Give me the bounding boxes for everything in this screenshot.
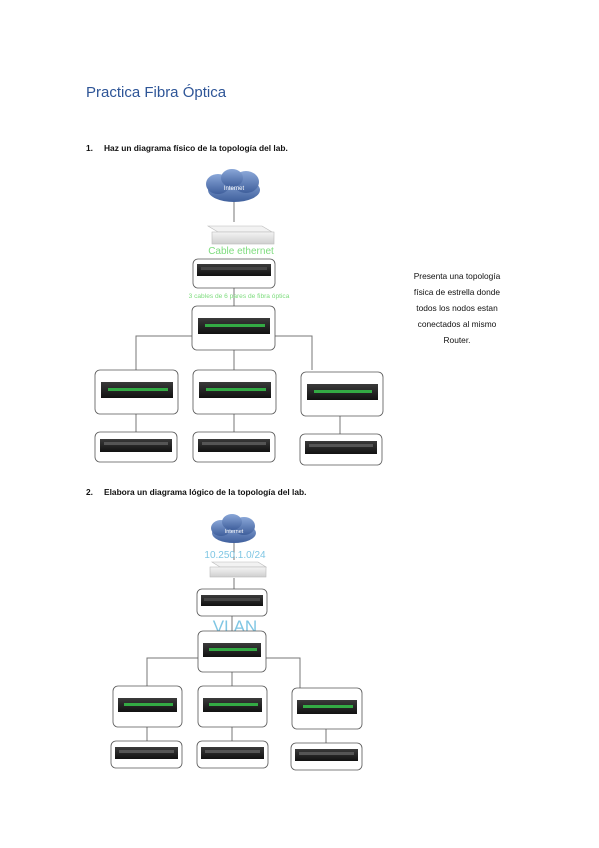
question-2: 2. Elabora un diagrama lógico de la topol… bbox=[86, 487, 306, 497]
fiber-switch-icon bbox=[197, 685, 268, 728]
internet-cloud-icon: Internet bbox=[206, 169, 260, 202]
note-line: conectados al mismo bbox=[417, 319, 497, 329]
note-line: Router. bbox=[443, 335, 471, 345]
note-line: todos los nodos estan bbox=[416, 303, 498, 313]
note-line: Presenta una topología bbox=[413, 271, 501, 281]
note-line: física de estrella donde bbox=[413, 287, 501, 297]
router-icon bbox=[209, 561, 268, 578]
fiber-switch-icon bbox=[112, 685, 183, 728]
access-switch-icon bbox=[192, 431, 276, 463]
fiber-switch-icon bbox=[94, 369, 179, 415]
fiber-switch-icon bbox=[192, 369, 277, 415]
internet-cloud-icon: Internet bbox=[211, 514, 256, 543]
core-switch-icon bbox=[196, 588, 268, 617]
router-caption: Cable ethernet bbox=[208, 246, 274, 257]
access-switch-icon bbox=[110, 740, 183, 769]
fiber-switch-icon bbox=[300, 371, 384, 417]
question-2-text: Elabora un diagrama lógico de la topolog… bbox=[104, 487, 307, 497]
access-switch-icon bbox=[196, 740, 269, 769]
question-1-number: 1. bbox=[86, 143, 93, 153]
access-switch-icon bbox=[290, 742, 363, 771]
physical-diagram: Internet Cable ethernet 3 cables de 6 pa… bbox=[94, 169, 384, 466]
page-title: Practica Fibra Óptica bbox=[86, 84, 227, 101]
fiber-switch-icon bbox=[191, 305, 276, 351]
access-switch-icon bbox=[299, 433, 383, 466]
fiber-caption: 3 cables de 6 pares de fibra óptica bbox=[189, 293, 290, 300]
fiber-switch-icon bbox=[291, 687, 363, 730]
cloud-label: Internet bbox=[225, 529, 244, 535]
network-caption: 10.250.1.0/24 bbox=[204, 550, 266, 561]
cloud-label: Internet bbox=[224, 186, 245, 192]
access-switch-icon bbox=[94, 431, 178, 463]
router-icon bbox=[206, 225, 275, 245]
question-1-text: Haz un diagrama físico de la topología d… bbox=[104, 143, 288, 153]
connector-lines bbox=[146, 540, 327, 743]
fiber-switch-icon bbox=[197, 630, 267, 673]
topology-note: Presenta una topología física de estrell… bbox=[398, 268, 516, 348]
core-switch-icon bbox=[192, 258, 276, 289]
question-2-number: 2. bbox=[86, 487, 93, 497]
connector-lines bbox=[135, 200, 341, 434]
question-1: 1. Haz un diagrama físico de la topología… bbox=[86, 143, 288, 153]
logical-diagram: Internet 10.250.1.0/24 VLAN bbox=[110, 514, 363, 771]
